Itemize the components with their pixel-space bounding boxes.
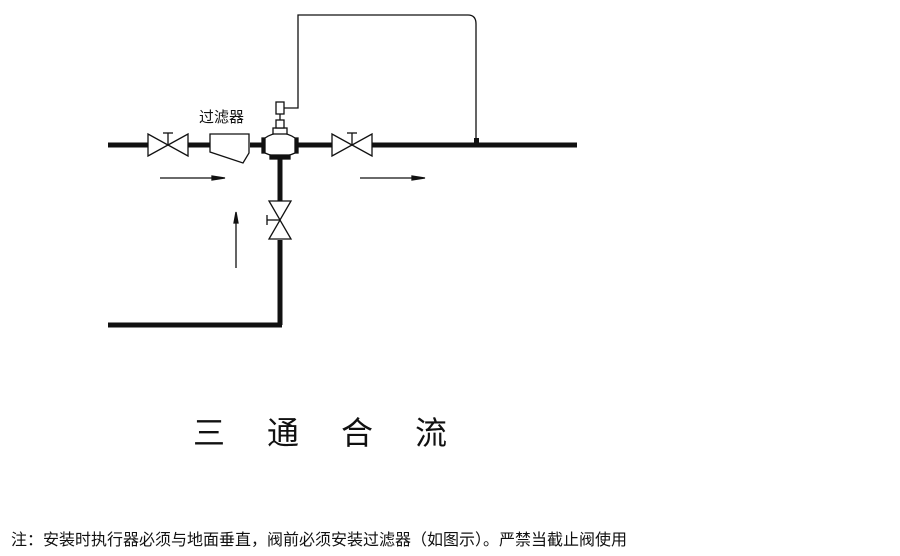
- title-char: 通: [267, 414, 300, 452]
- actuator-icon: [275, 101, 285, 115]
- title-char: 流: [415, 414, 448, 452]
- three-way-control-valve: [261, 101, 299, 160]
- filter-strainer: [209, 133, 250, 164]
- branch-pipe: [108, 159, 283, 328]
- flow-arrows: [160, 175, 426, 268]
- outlet-gate-valve: [331, 132, 373, 158]
- signal-line: [284, 14, 477, 141]
- title-char: 合: [341, 414, 374, 452]
- title-char: 三: [193, 414, 226, 452]
- installation-note: 注：安装时执行器必须与地面垂直，阀前必须安装过滤器（如图示）。严禁当截止阀使用: [11, 530, 628, 549]
- diagram-title: 三通合流: [193, 408, 489, 454]
- filter-label: 过滤器: [199, 108, 245, 126]
- branch-gate-valve: [266, 200, 293, 240]
- inlet-gate-valve: [147, 132, 189, 158]
